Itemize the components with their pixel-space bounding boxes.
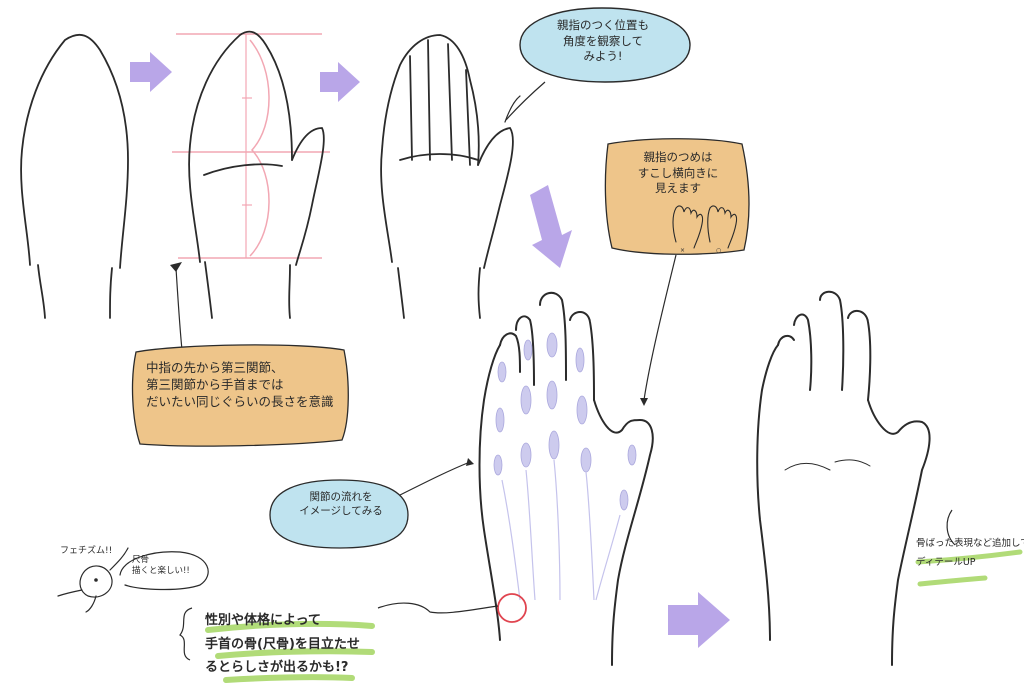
note-line: ディテールUP — [916, 556, 976, 568]
hand-fingers-step3 — [380, 34, 521, 319]
note-bracket — [179, 607, 193, 661]
note-gender-text: 性別や体格によって 手首の骨(尺骨)を目立たせ るとらしさが出るかも!? — [205, 612, 405, 683]
main-hand-joints — [478, 291, 654, 666]
note-line: 描くと楽しい!! — [132, 566, 190, 577]
hand-outline-step1 — [20, 33, 129, 319]
bubble-joints — [269, 458, 474, 549]
note-line: 見えます — [655, 181, 701, 196]
arrow-right-1 — [130, 52, 172, 92]
note-line: 骨ばった表現など追加して — [916, 538, 1024, 549]
note-line: すこし横向きに — [637, 165, 719, 180]
note-line: 尺骨 — [132, 555, 150, 565]
hand-final — [756, 290, 931, 666]
svg-text:○: ○ — [716, 247, 721, 254]
arrow-down — [530, 185, 572, 268]
note-thumbnail-text: 親指のつめは すこし横向きに 見えます — [618, 150, 738, 197]
note-ulna-text: 尺骨 描くと楽しい!! — [132, 555, 212, 578]
note-line: 親指のつく位置も — [557, 18, 649, 32]
card-thumbnail: × ○ — [604, 138, 750, 406]
note-line: 手首の骨(尺骨)を目立たせ — [205, 636, 360, 652]
note-line: 角度を観察して — [562, 33, 644, 48]
note-line: 中指の先から第三関節、 — [146, 360, 284, 375]
note-joints-text: 関節の流れを イメージしてみる — [282, 490, 400, 518]
ulna-pointer — [377, 602, 499, 614]
note-line: 関節の流れを — [309, 491, 373, 503]
arrow-right-2 — [320, 62, 360, 102]
card-length — [131, 344, 349, 447]
svg-text:×: × — [680, 247, 685, 254]
bubble-thumb-position — [505, 7, 691, 121]
note-fetish-text: フェチズム!! — [60, 546, 113, 556]
ulna-circle — [497, 593, 527, 623]
note-line: るとらしさが出るかも!? — [205, 660, 349, 676]
detail-pointer — [946, 509, 956, 546]
note-line: 親指のつめは — [643, 150, 713, 164]
note-length-text: 中指の先から第三関節、 第三関節から手首までは だいたい同じぐらいの長さを意識 — [146, 360, 336, 411]
note-thumb-position-text: 親指のつく位置も 角度を観察して みよう! — [528, 18, 678, 65]
note-line: だいたい同じぐらいの長さを意識 — [146, 393, 334, 409]
green-highlights — [205, 549, 1023, 683]
hand-guides-step2 — [170, 30, 330, 351]
note-line: 性別や体格によって — [205, 613, 321, 628]
character-doodle — [57, 547, 209, 613]
note-line: みよう! — [583, 49, 623, 64]
note-line: イメージしてみる — [299, 505, 383, 518]
note-line: 第三関節から手首までは — [146, 376, 284, 392]
note-detail-text: 骨ばった表現など追加して ディテールUP — [916, 538, 1024, 576]
arrow-right-3 — [668, 592, 730, 648]
